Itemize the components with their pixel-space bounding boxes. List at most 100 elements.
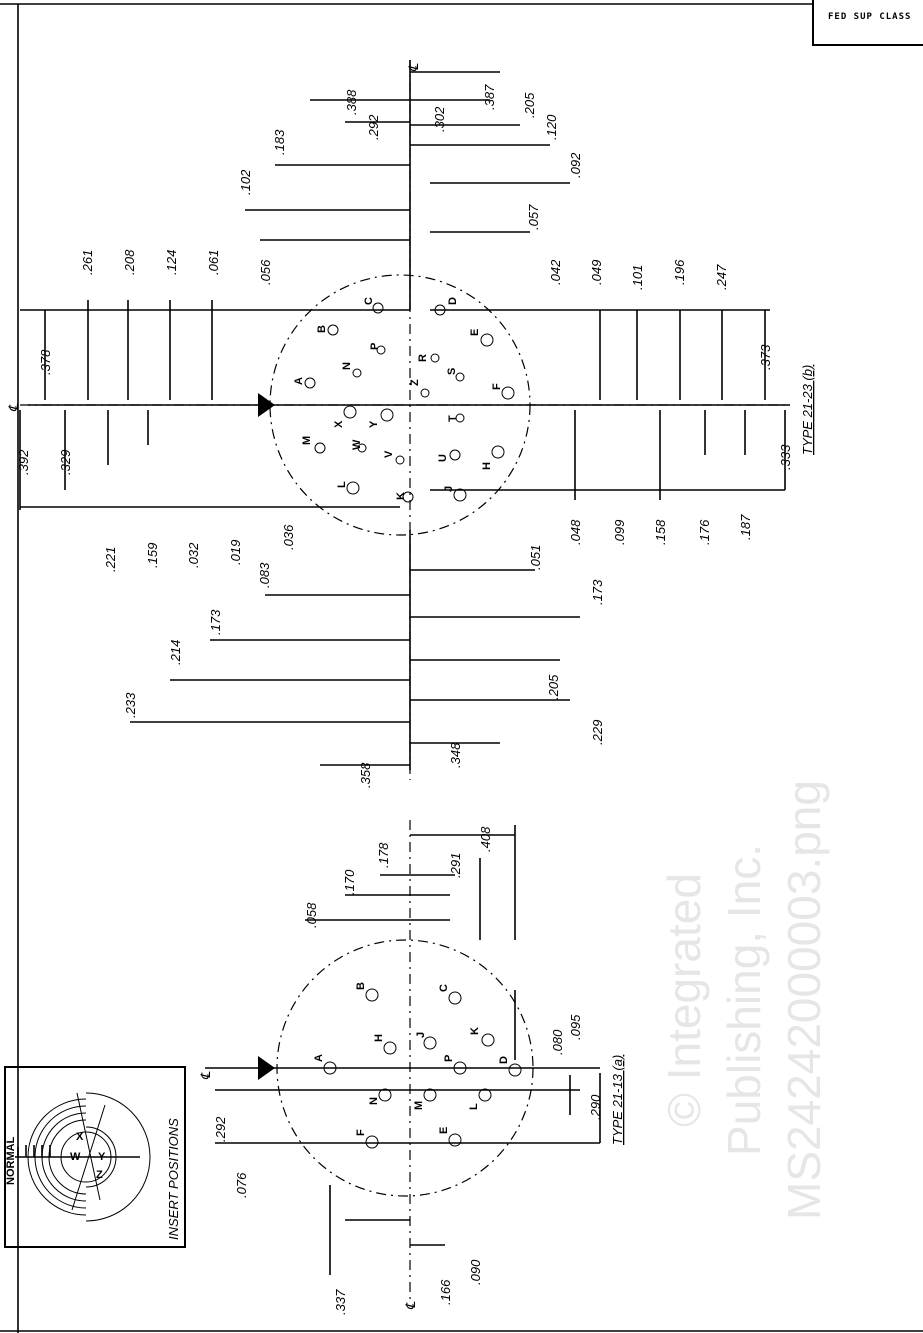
drawing-line xyxy=(346,481,360,495)
contact-H: H xyxy=(373,1034,397,1055)
dim-label: .101 xyxy=(630,265,645,290)
contact-L: L xyxy=(468,1088,492,1110)
dim-label: .337 xyxy=(333,1289,348,1315)
drawing-line xyxy=(395,455,405,465)
dim-label: .032 xyxy=(186,542,201,568)
drawing-line xyxy=(85,1092,151,1222)
drawing-label: A xyxy=(313,1054,325,1062)
drawing-line xyxy=(365,1135,379,1149)
contact-D: D xyxy=(498,1056,522,1077)
contact-Y: Y xyxy=(368,408,394,428)
insert-positions-box: W X Y Z NORMAL INSERT POSITIONS xyxy=(4,1066,186,1248)
drawing-label: Y xyxy=(368,420,380,428)
dim-label: .159 xyxy=(145,543,160,568)
drawing-line xyxy=(314,442,326,454)
drawing-label: V xyxy=(383,450,395,458)
drawing-label: K xyxy=(395,492,407,500)
drawing-line xyxy=(378,1088,392,1102)
dim-label: .187 xyxy=(738,514,753,540)
drawing-label: B xyxy=(355,982,367,990)
dim-label: .221 xyxy=(103,547,118,572)
drawing-line xyxy=(501,386,515,400)
drawing-label: Publishing, Inc. xyxy=(718,844,770,1156)
drawing-line xyxy=(383,1041,397,1055)
dim-label: .176 xyxy=(697,519,712,545)
drawing-line xyxy=(448,991,462,1005)
contact-R: R xyxy=(417,353,440,363)
dim-label: .058 xyxy=(304,902,319,928)
drawing-line xyxy=(455,413,465,423)
contact-P: P xyxy=(443,1055,467,1075)
drawing-line xyxy=(343,405,357,419)
dim-label: .092 xyxy=(568,152,583,178)
type-b-title: TYPE 21-23 (b) xyxy=(800,365,815,455)
dim-label: .378 xyxy=(38,349,53,375)
contact-J: J xyxy=(415,1032,437,1050)
dim-label: .333 xyxy=(778,444,793,470)
contact-M: M xyxy=(413,1088,437,1110)
centerline-symbol: ℄ xyxy=(406,63,421,72)
dim-label: .358 xyxy=(358,762,373,788)
dim-label: .247 xyxy=(714,264,729,290)
drawing-line xyxy=(423,1088,437,1102)
drawing-label: © Integrated xyxy=(658,873,710,1127)
drawing-label: H xyxy=(373,1034,385,1042)
drawing-line xyxy=(365,988,379,1002)
dim-label: .102 xyxy=(238,169,253,195)
dim-label: .205 xyxy=(522,92,537,118)
contact-B: B xyxy=(316,324,339,336)
type-b-contacts: A B C D E F H J K L M N P R S T U V W X … xyxy=(293,297,515,503)
drawing-line xyxy=(448,1133,462,1147)
contact-J: J xyxy=(443,486,467,502)
drawing-line xyxy=(76,1092,101,1201)
dim-label: .080 xyxy=(550,1029,565,1055)
contact-W: W xyxy=(351,439,367,453)
drawing-line xyxy=(481,1033,495,1047)
dim-label: .170 xyxy=(342,869,357,895)
dim-label: .061 xyxy=(206,250,221,275)
drawing-label: D xyxy=(447,297,459,305)
drawing-label: S xyxy=(446,368,458,375)
dim-label: .408 xyxy=(478,826,493,852)
dim-label: .292 xyxy=(213,1116,228,1142)
contact-X: X xyxy=(333,405,357,428)
drawing-line xyxy=(304,377,316,389)
drawing-line xyxy=(508,1063,522,1077)
contact-F: F xyxy=(491,383,515,400)
insert-positions-title: INSERT POSITIONS xyxy=(166,1118,181,1240)
dim-label: .076 xyxy=(234,1172,249,1198)
drawing-line xyxy=(453,488,467,502)
contact-T: T xyxy=(447,413,465,423)
dim-label: .388 xyxy=(344,89,359,115)
dim-label: .042 xyxy=(548,259,563,285)
drawing-line xyxy=(478,1088,492,1102)
drawing-line xyxy=(453,1061,467,1075)
contact-S: S xyxy=(446,368,465,382)
drawing-label: E xyxy=(469,329,481,336)
dim-label: .292 xyxy=(366,114,381,140)
centerline-symbol: ℄ xyxy=(403,1301,418,1310)
centerline-symbol: ℄ xyxy=(198,1071,213,1080)
drawing-line xyxy=(323,1061,337,1075)
dim-label: .049 xyxy=(589,260,604,285)
contact-P: P xyxy=(369,343,386,355)
drawing-label: P xyxy=(443,1055,455,1062)
drawing-label: L xyxy=(336,481,348,488)
drawing-label: D xyxy=(498,1056,510,1064)
contact-F: F xyxy=(355,1129,379,1149)
drawing-line xyxy=(327,324,339,336)
dim-label: .173 xyxy=(590,579,605,605)
drawing-label: C xyxy=(363,297,375,305)
drawing-line xyxy=(4,1066,186,1248)
contact-A: A xyxy=(313,1054,337,1075)
dim-label: .183 xyxy=(272,129,287,155)
drawing-line xyxy=(380,408,394,422)
drawing-label: X xyxy=(333,420,345,428)
dim-label: .019 xyxy=(228,540,243,565)
drawing-line xyxy=(434,304,446,316)
dim-label: .124 xyxy=(164,250,179,275)
type-b-drawing xyxy=(19,60,790,780)
dim-label: .057 xyxy=(526,204,541,230)
dim-label: .173 xyxy=(208,609,223,635)
contact-C: C xyxy=(438,984,462,1005)
